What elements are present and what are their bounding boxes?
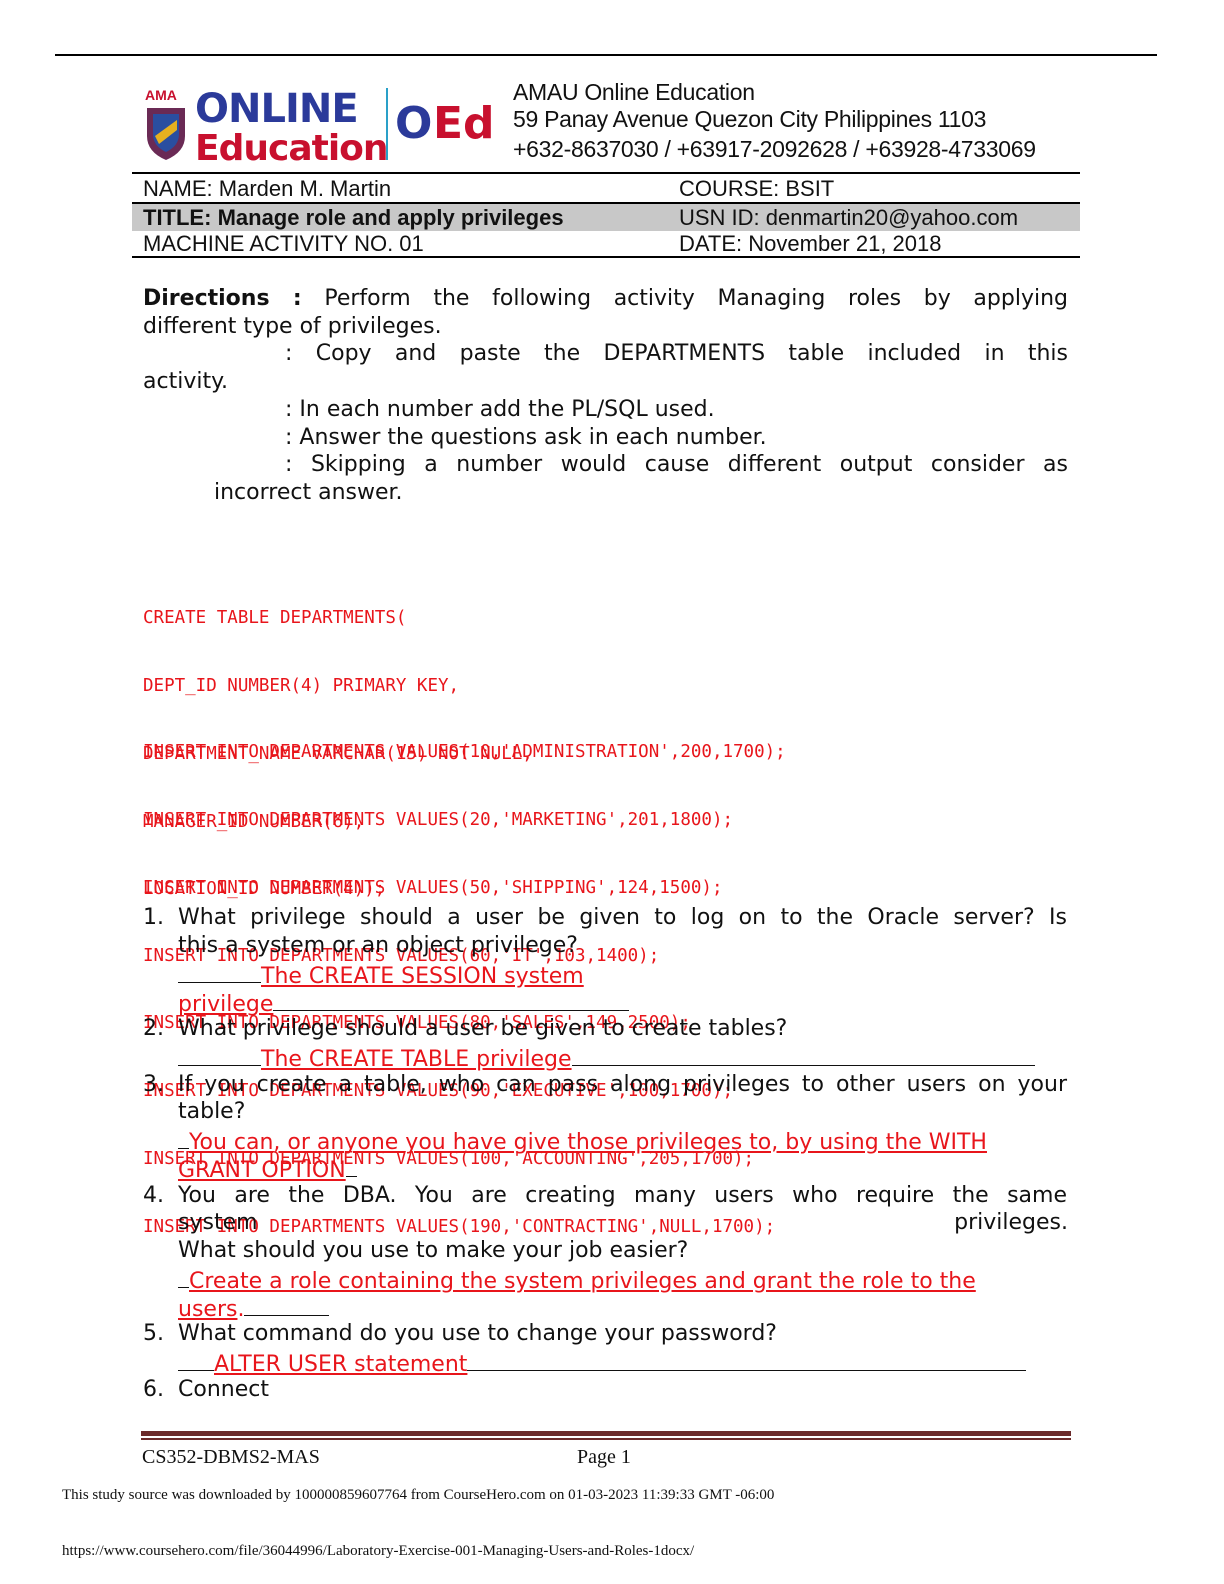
create-table-code: CREATE TABLE DEPARTMENTS( DEPT_ID NUMBER… (143, 562, 533, 946)
svg-text:O: O (395, 98, 432, 149)
info-mid-rule (132, 202, 1080, 204)
question-3-line-2: table? (178, 1099, 246, 1124)
answer-blank (178, 960, 261, 983)
question-1-line-2: this a system or an object privilege? (178, 933, 578, 958)
footer-page-number: Page 1 (577, 1446, 631, 1468)
title-label: TITLE: (143, 205, 212, 230)
answer-2-text: The CREATE TABLE privilege (261, 1047, 572, 1072)
code-line: DEPARTMENT_NAME VARCHAR(15) NOT NULL, (143, 743, 533, 764)
code-line: INSERT INTO DEPARTMENTS VALUES(190,'CONT… (143, 1216, 776, 1237)
org-name: AMAU Online Education (513, 79, 755, 105)
footer-course-code: CS352-DBMS2-MAS (142, 1446, 320, 1468)
top-rule (55, 54, 1157, 56)
answer-blank (178, 1348, 214, 1371)
directions-label: Directions : (143, 286, 302, 311)
answer-1-line-1: The CREATE SESSION system (178, 960, 584, 990)
answer-blank (244, 1293, 330, 1316)
code-line: INSERT INTO DEPARTMENTS VALUES(60,'IT',1… (143, 945, 660, 966)
question-5-number: 5. (143, 1321, 164, 1346)
footer-rule-thin (141, 1438, 1071, 1440)
answer-blank (273, 988, 630, 1011)
activity-date: DATE: November 21, 2018 (679, 231, 942, 256)
answer-4-text-cont: users (178, 1297, 238, 1322)
question-1-line-1: What privilege should a user be given to… (178, 905, 1067, 930)
ama-shield-icon: AMA ONLINE Education O Ed (145, 86, 495, 169)
question-2-number: 2. (143, 1016, 164, 1041)
question-4-line-3: What should you use to make your job eas… (178, 1238, 689, 1263)
answer-blank (178, 1126, 189, 1149)
answer-1-text-cont: privilege (178, 992, 274, 1017)
org-phones: +632-8637030 / +63917-2092628 / +63928-4… (513, 136, 1036, 162)
answer-blank (178, 1043, 261, 1066)
answer-5-text: ALTER USER statement (214, 1352, 468, 1377)
info-top-rule (132, 172, 1080, 174)
course: COURSE: BSIT (679, 176, 835, 201)
answer-4-text: Create a role containing the system priv… (189, 1269, 976, 1294)
usn-id: USN ID: denmartin20@yahoo.com (679, 205, 1019, 230)
svg-text:ONLINE: ONLINE (195, 86, 358, 132)
code-line: DEPT_ID NUMBER(4) PRIMARY KEY, (143, 675, 460, 696)
info-row-2: TITLE: Manage role and apply privileges … (132, 204, 1080, 231)
answer-blank (345, 1154, 357, 1177)
question-6-line-1: Connect (178, 1377, 269, 1402)
answer-3-text-cont: GRANT OPTION (178, 1158, 346, 1183)
code-line: INSERT INTO DEPARTMENTS VALUES(90,'EXECU… (143, 1081, 734, 1102)
title-value: Manage role and apply privileges (217, 205, 564, 230)
svg-text:AMA: AMA (145, 87, 177, 103)
source-url[interactable]: https://www.coursehero.com/file/36044996… (62, 1543, 695, 1559)
code-line: INSERT INTO DEPARTMENTS VALUES(10,'ADMIN… (143, 742, 786, 763)
question-4-line-1: You are the DBA. You are creating many u… (178, 1183, 1067, 1208)
footer-rule-thick (141, 1431, 1071, 1436)
answer-blank (467, 1348, 1027, 1371)
directions-line-4: : Answer the questions ask in each numbe… (285, 425, 767, 450)
answer-blank (571, 1043, 1035, 1066)
question-4-line-2b: privileges. (954, 1210, 1068, 1235)
answer-3-line-2: GRANT OPTION (178, 1154, 357, 1184)
code-line: INSERT INTO DEPARTMENTS VALUES(50,'SHIPP… (143, 877, 723, 898)
info-row-1: NAME: Marden M. Martin COURSE: BSIT (132, 175, 1080, 202)
code-line: LOCATION_ID NUMBER(4)); (143, 879, 386, 900)
directions-line-5b: incorrect answer. (214, 480, 403, 505)
answer-blank (178, 1265, 189, 1288)
directions-text: Perform the following activity Managing … (324, 286, 1068, 311)
answer-4-line-1: Create a role containing the system priv… (178, 1265, 976, 1295)
answer-1-line-2: privilege (178, 988, 630, 1018)
svg-text:Ed: Ed (433, 98, 493, 149)
question-2-line-1: What privilege should a user be given to… (178, 1016, 788, 1041)
directions-line-5: : Skipping a number would cause differen… (285, 452, 1068, 477)
question-1-number: 1. (143, 905, 164, 930)
download-note: This study source was downloaded by 1000… (62, 1487, 775, 1503)
directions-line-3: : In each number add the PL/SQL used. (285, 397, 715, 422)
insert-code: INSERT INTO DEPARTMENTS VALUES(10,'ADMIN… (143, 696, 786, 1283)
directions-line-1: Directions : Perform the following activ… (143, 285, 1068, 312)
answer-3-text: You can, or anyone you have give those p… (189, 1130, 987, 1155)
answer-3-line-1: You can, or anyone you have give those p… (178, 1126, 987, 1156)
svg-text:Education: Education (195, 128, 388, 162)
question-4-line-2a: system (178, 1210, 258, 1235)
answer-2-line-1: The CREATE TABLE privilege (178, 1043, 1035, 1073)
question-6-number: 6. (143, 1377, 164, 1402)
info-bottom-rule (132, 256, 1080, 258)
org-address: 59 Panay Avenue Quezon City Philippines … (513, 106, 987, 132)
activity-number: MACHINE ACTIVITY NO. 01 (143, 231, 424, 256)
answer-4-line-2: users. (178, 1293, 330, 1323)
student-name: NAME: Marden M. Martin (143, 176, 392, 201)
code-line: INSERT INTO DEPARTMENTS VALUES(80,'SALES… (143, 1013, 691, 1034)
question-3-number: 3. (143, 1072, 164, 1097)
code-line: INSERT INTO DEPARTMENTS VALUES(100,'ACCO… (143, 1148, 755, 1169)
info-row-3: MACHINE ACTIVITY NO. 01 DATE: November 2… (132, 230, 1080, 257)
code-line: INSERT INTO DEPARTMENTS VALUES(20,'MARKE… (143, 809, 734, 830)
directions-line-2: : Copy and paste the DEPARTMENTS table i… (285, 341, 1068, 366)
directions-line-2b: activity. (143, 369, 228, 394)
question-5-line-1: What command do you use to change your p… (178, 1321, 777, 1346)
question-3-line-1: If you create a table, who can pass alon… (178, 1072, 1067, 1097)
online-education-logo: AMA ONLINE Education O Ed (143, 86, 495, 169)
code-line: MANAGER_ID NUMBER(6), (143, 811, 365, 832)
answer-5-line-1: ALTER USER statement (178, 1348, 1027, 1378)
answer-1-text: The CREATE SESSION system (261, 964, 584, 989)
directions-line-1b: different type of privileges. (143, 314, 442, 339)
code-line: CREATE TABLE DEPARTMENTS( (143, 608, 407, 629)
question-4-number: 4. (143, 1183, 164, 1208)
activity-title: TITLE: Manage role and apply privileges (143, 204, 564, 231)
